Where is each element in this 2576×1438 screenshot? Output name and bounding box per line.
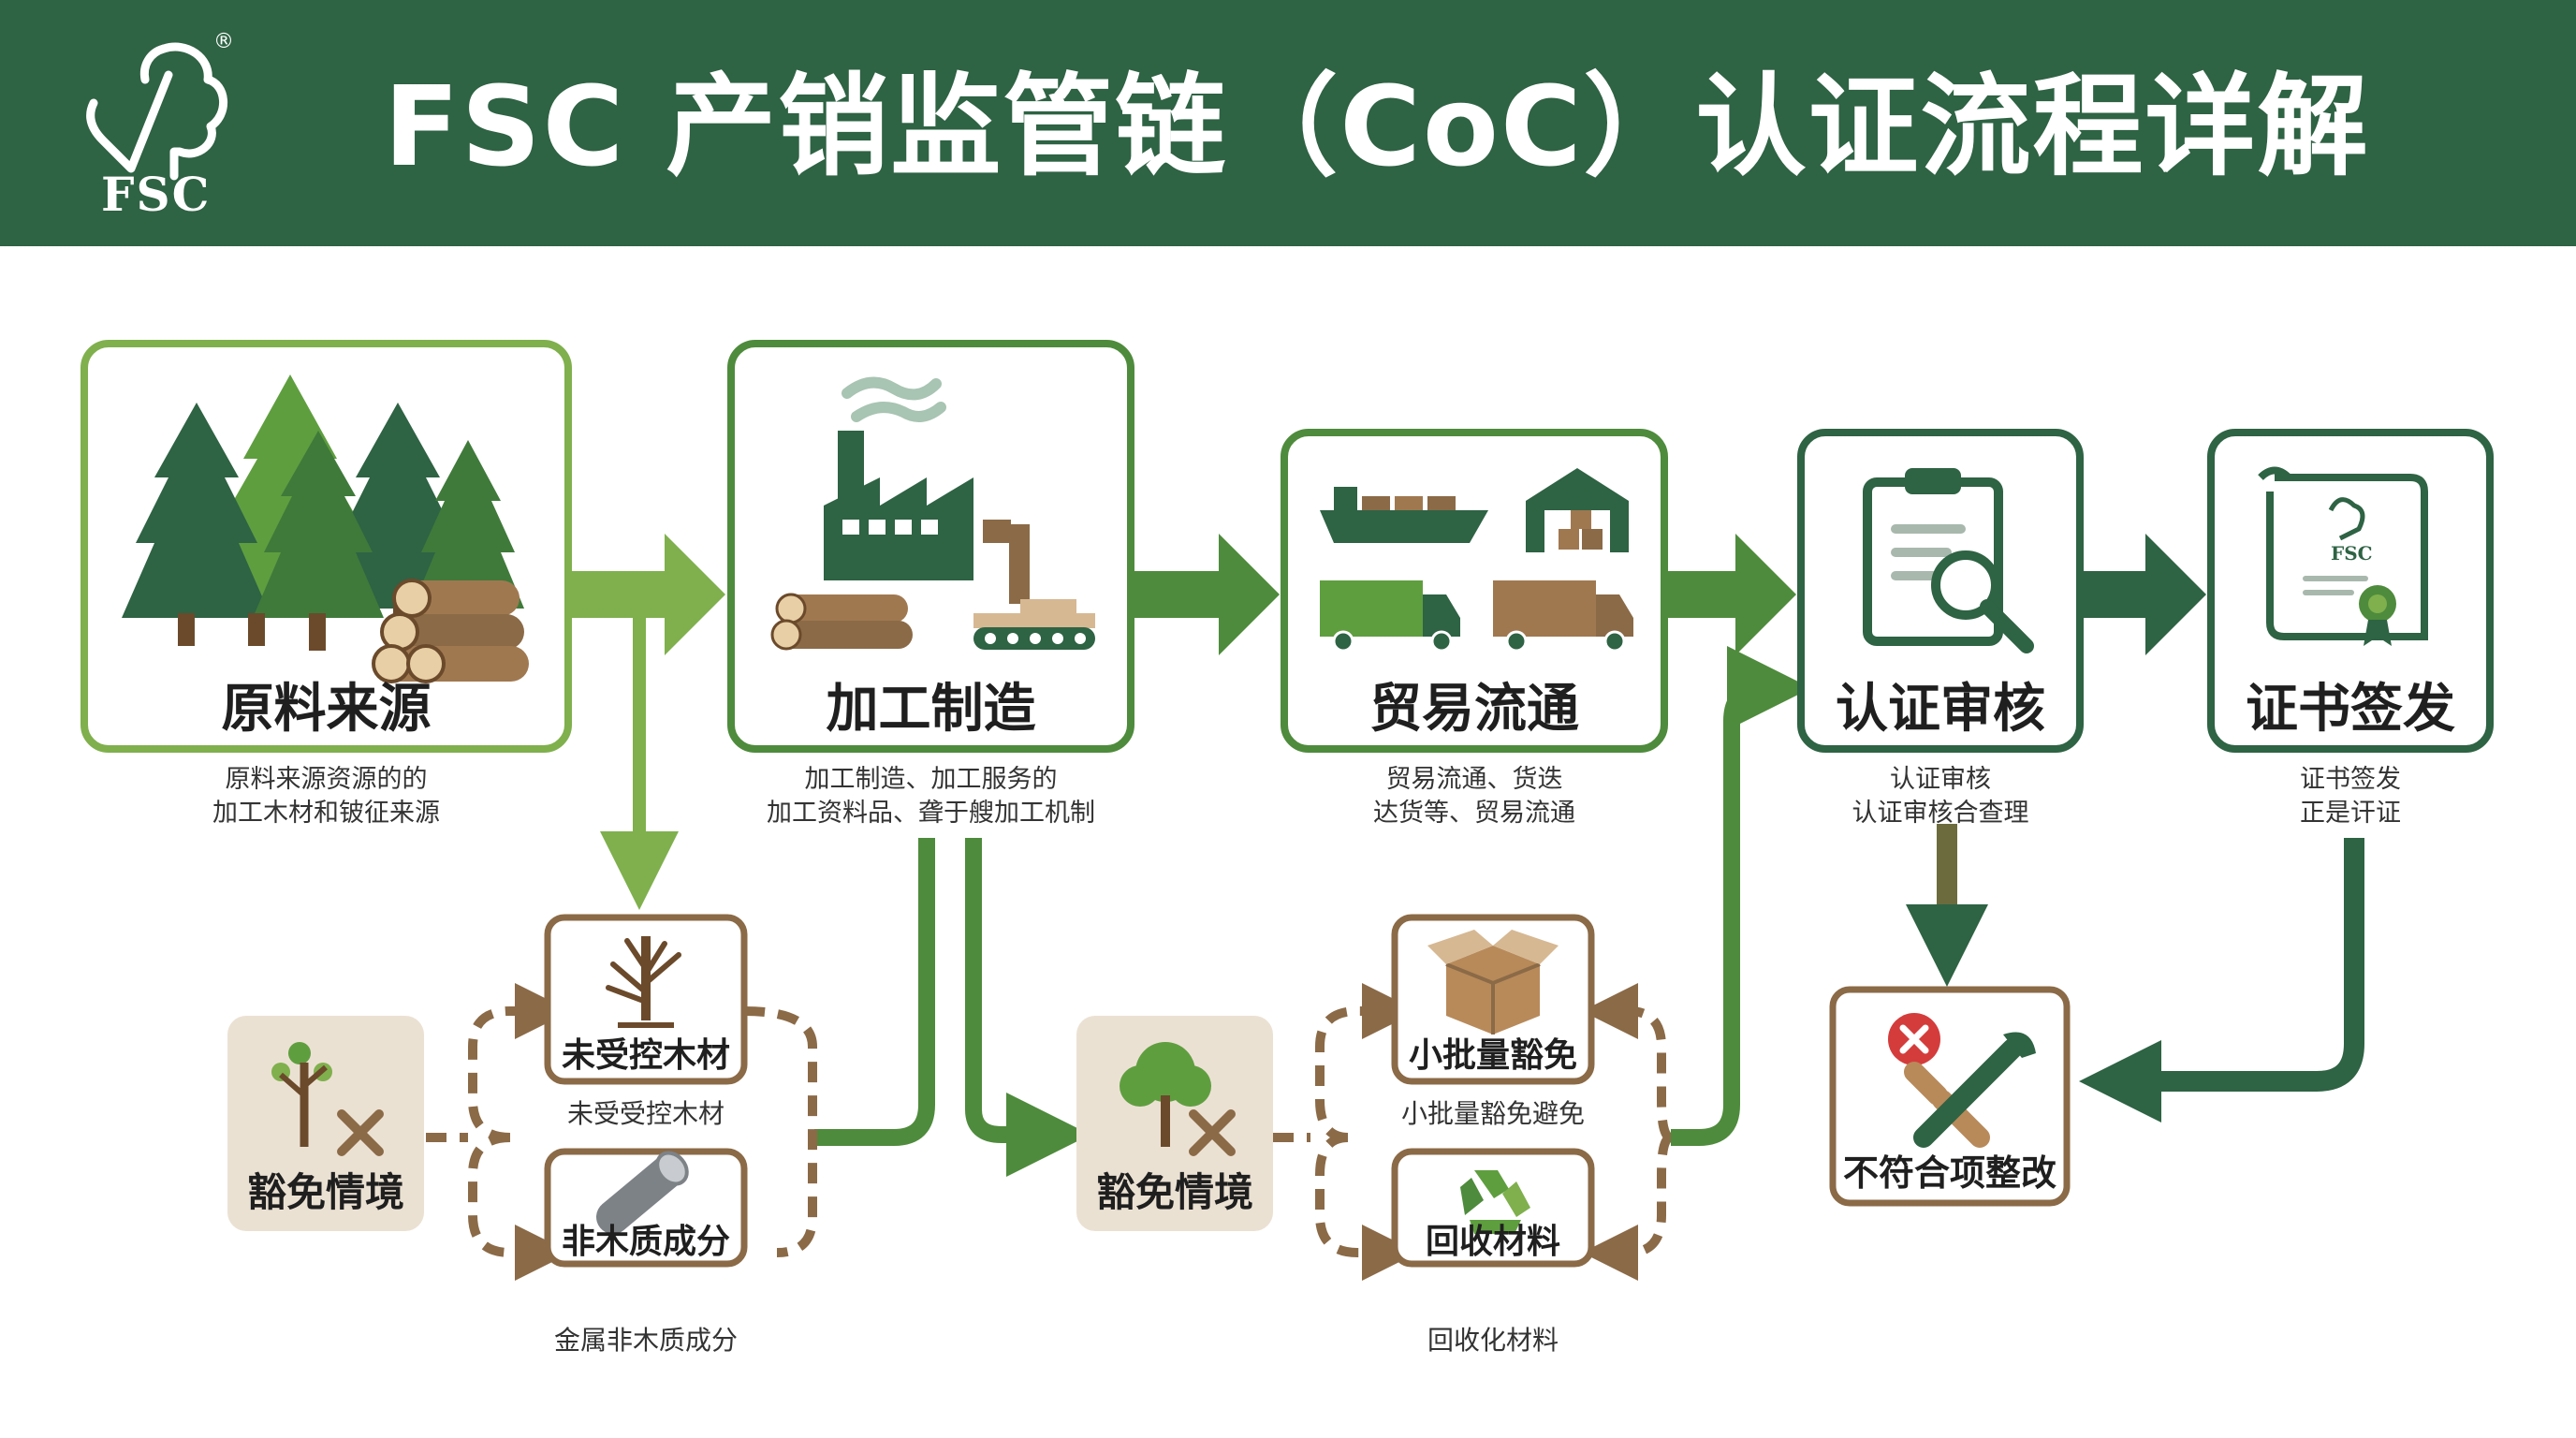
stage-desc-audit-1: 认证审核	[1890, 765, 1991, 794]
connector-manufacturing-to-exemption-a	[814, 838, 935, 1146]
exemption-cluster-a	[227, 914, 748, 1268]
connector-lines	[600, 604, 2364, 1177]
wrench-with-x-icon	[1888, 1013, 2036, 1148]
arrow-audit-to-certificate	[2080, 534, 2206, 655]
stage-title-audit: 认证审核	[1836, 679, 2045, 740]
arrow-manufacturing-to-trade	[1131, 534, 1280, 655]
stage-title-raw-material: 原料来源	[221, 679, 432, 740]
recycled-material-sub: 回收化材料	[1427, 1325, 1559, 1356]
connector-certificate-to-nonconformity	[2079, 838, 2364, 1123]
arrow-source-to-manufacturing	[568, 534, 725, 655]
exemption-dashed-connectors	[426, 983, 1673, 1281]
page-title: FSC 产销监管链（CoC）认证流程详解	[384, 62, 2370, 191]
stage-desc-raw-material-2: 加工木材和铍征来源	[212, 799, 440, 828]
stage-raw-material	[80, 340, 572, 753]
metal-pipe-icon	[596, 1151, 689, 1234]
factory-and-conveyor-icon	[770, 376, 1095, 651]
exemption-label-a: 豁免情境	[246, 1169, 404, 1215]
ship-warehouse-trucks-icon	[1320, 468, 1633, 653]
stage-certificate: FSC	[2207, 429, 2494, 753]
certificate-fsc-text: FSC	[2331, 542, 2373, 565]
stage-desc-audit-2: 认证审核合查理	[1852, 799, 2029, 828]
stage-desc-certificate-1: 证书签发	[2300, 765, 2401, 794]
connector-exemption-to-audit	[1671, 646, 1811, 1146]
fsc-logo: ® FSC	[75, 28, 239, 222]
stage-desc-trade-2: 达货等、贸易流通	[1373, 799, 1575, 828]
stage-desc-raw-material-1: 原料来源资源的的	[225, 765, 428, 794]
main-flow-arrows	[568, 534, 2206, 655]
nonconformity-title: 不符合项整改	[1842, 1152, 2056, 1194]
stage-desc-trade-1: 贸易流通、货迭	[1385, 765, 1563, 794]
exemption-label-b: 豁免情境	[1095, 1169, 1253, 1215]
uncontrolled-wood-title: 未受控木材	[561, 1036, 730, 1075]
small-batch-exemption-sub: 小批量豁免避免	[1400, 1098, 1585, 1129]
logo-text: FSC	[101, 167, 212, 222]
clipboard-magnifier-icon	[1863, 468, 2034, 653]
small-batch-exemption-title: 小批量豁免	[1408, 1036, 1577, 1075]
non-wood-component-title: 非木质成分	[561, 1223, 730, 1261]
recycle-icon	[1460, 1170, 1530, 1234]
cardboard-box-icon	[1427, 930, 1559, 1034]
uncontrolled-wood-sub: 未受受控木材	[566, 1098, 724, 1129]
stage-audit	[1797, 429, 2084, 753]
forest-and-logs-icon	[122, 374, 529, 683]
non-wood-component-sub: 金属非木质成分	[553, 1325, 738, 1356]
nonconformity-box	[1829, 986, 2071, 1207]
fsc-certificate-icon: FSC	[2258, 466, 2428, 646]
stage-title-manufacturing: 加工制造	[826, 679, 1036, 740]
exemption-cluster-b	[1076, 914, 1595, 1268]
logo-registered-mark: ®	[213, 30, 234, 53]
recycled-material-title: 回收材料	[1425, 1223, 1560, 1261]
stage-desc-manufacturing-2: 加工资料品、聋于艘加工机制	[767, 799, 1095, 828]
bare-tree-icon	[606, 936, 681, 1028]
stage-trade	[1281, 429, 1668, 753]
arrow-trade-to-audit	[1664, 534, 1796, 655]
connector-manufacturing-to-exemption-b	[965, 838, 1090, 1177]
tree-with-x-icon	[271, 1042, 384, 1156]
header-banner: ® FSC FSC 产销监管链（CoC）认证流程详解	[0, 0, 2576, 246]
stage-title-trade: 贸易流通	[1369, 679, 1579, 740]
tree-with-x-icon	[1120, 1042, 1236, 1156]
stage-desc-certificate-2: 正是讦证	[2300, 799, 2401, 828]
stage-manufacturing	[727, 340, 1134, 753]
stage-title-certificate: 证书签发	[2246, 679, 2455, 740]
stage-desc-manufacturing-1: 加工制造、加工服务的	[804, 765, 1058, 794]
